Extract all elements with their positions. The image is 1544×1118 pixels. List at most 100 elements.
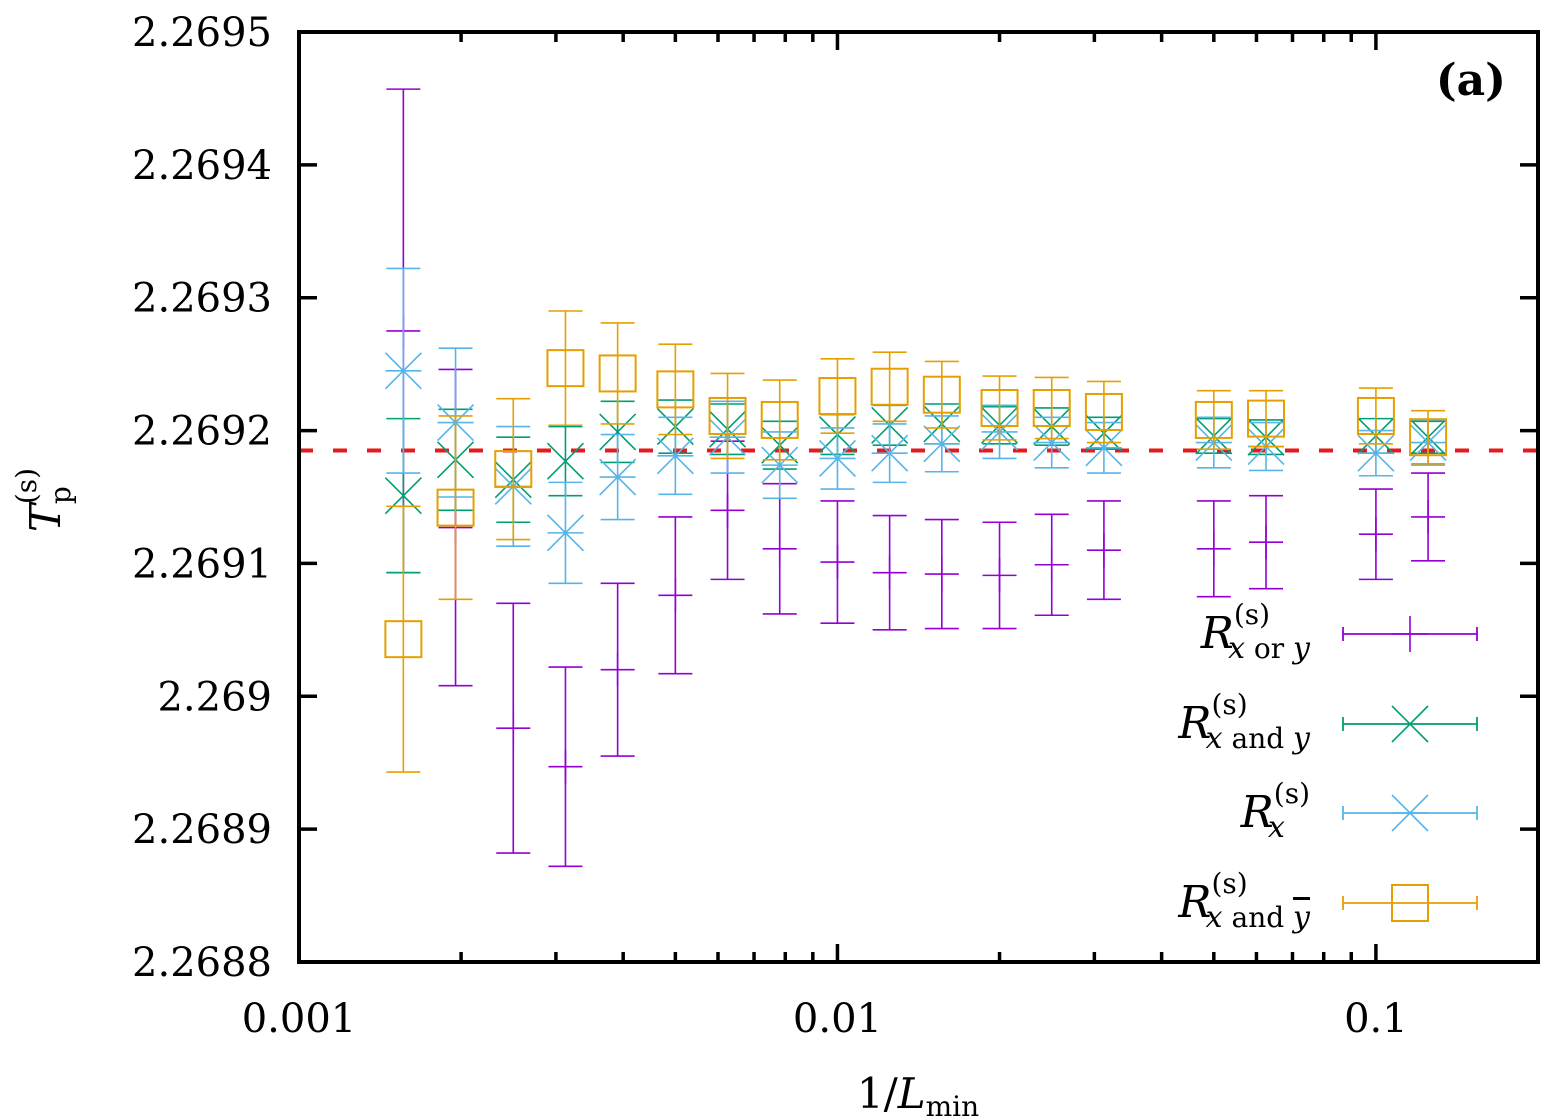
square-marker-icon bbox=[980, 388, 1019, 427]
x-axis-title-prefix: 1/ bbox=[857, 1069, 899, 1118]
square-marker-icon bbox=[1246, 399, 1285, 438]
svg-text:Tp(s): Tp(s) bbox=[10, 468, 77, 532]
data-point bbox=[820, 500, 855, 625]
y-axis-title-var: T bbox=[21, 501, 70, 532]
y-tick-label: 2.2695 bbox=[132, 10, 272, 56]
cross-marker-icon bbox=[599, 413, 637, 451]
y-axis-ticks: 2.2688 2.2689 2.269 2.2691 2.2692 2.2693 2.269… bbox=[132, 10, 1538, 986]
y-tick-label: 2.2693 bbox=[132, 276, 272, 322]
y-axis-title-sup: (s) bbox=[10, 468, 43, 504]
data-point bbox=[982, 521, 1017, 630]
star-marker-icon bbox=[871, 434, 909, 472]
series-1 bbox=[384, 399, 1447, 574]
square-marker-icon bbox=[1391, 884, 1429, 922]
square-marker-icon bbox=[870, 367, 909, 406]
data-point bbox=[436, 415, 475, 601]
data-point bbox=[1034, 513, 1069, 617]
svg-text:1/Lmin: 1/Lmin bbox=[857, 1069, 979, 1118]
y-tick-label: 2.269 bbox=[157, 674, 272, 720]
star-marker-icon bbox=[1357, 434, 1395, 472]
panel-label: (a) bbox=[1436, 55, 1506, 106]
square-marker-icon bbox=[1409, 418, 1448, 457]
data-point bbox=[494, 397, 533, 541]
cross-marker-icon bbox=[546, 442, 585, 480]
y-tick-label: 2.2691 bbox=[132, 541, 272, 587]
x-tick-label: 0.1 bbox=[1344, 996, 1408, 1042]
legend: R(s)x or yR(s)x and yR(s)xR(s)x and y bbox=[1177, 598, 1478, 935]
legend-label: R(s)x bbox=[1240, 777, 1310, 845]
data-point bbox=[548, 666, 583, 868]
square-marker-icon bbox=[598, 354, 637, 393]
data-point bbox=[1196, 500, 1231, 598]
y-tick-label: 2.2689 bbox=[132, 807, 272, 853]
cross-marker-icon bbox=[1391, 705, 1429, 743]
square-marker-icon bbox=[436, 488, 475, 527]
data-point bbox=[1084, 380, 1123, 444]
data-series bbox=[384, 88, 1448, 868]
square-marker-icon bbox=[1084, 392, 1123, 431]
data-point bbox=[1411, 472, 1446, 562]
square-marker-icon bbox=[384, 620, 423, 659]
square-marker-icon bbox=[922, 375, 961, 414]
star-marker-icon bbox=[656, 437, 694, 475]
square-marker-icon bbox=[1194, 400, 1233, 439]
data-point bbox=[818, 358, 857, 435]
data-point bbox=[1032, 376, 1071, 440]
data-point bbox=[1248, 494, 1283, 590]
y-tick-label: 2.2688 bbox=[132, 940, 272, 986]
legend-entry-1: R(s)x and y bbox=[1177, 688, 1478, 756]
y-tick-label: 2.2694 bbox=[132, 143, 272, 189]
x-axis-title-sub: min bbox=[926, 1090, 980, 1118]
square-marker-icon bbox=[708, 396, 747, 435]
data-point bbox=[980, 375, 1019, 441]
x-tick-label: 0.001 bbox=[242, 996, 357, 1042]
y-tick-label: 2.2692 bbox=[132, 409, 272, 455]
legend-label: R(s)x and y bbox=[1177, 688, 1311, 756]
data-point bbox=[922, 360, 961, 429]
data-point bbox=[599, 433, 637, 521]
legend-label: R(s)x or y bbox=[1200, 598, 1311, 666]
plot-border bbox=[297, 30, 1540, 964]
square-marker-icon bbox=[1356, 396, 1395, 435]
legend-entry-3: R(s)x and y bbox=[1177, 867, 1478, 935]
data-point bbox=[1409, 409, 1448, 465]
series-2 bbox=[384, 267, 1447, 585]
star-marker-icon bbox=[1033, 423, 1071, 462]
y-axis-title: Tp(s) bbox=[10, 468, 77, 532]
star-marker-icon bbox=[818, 439, 857, 478]
square-marker-icon bbox=[494, 450, 533, 489]
data-point bbox=[384, 267, 422, 474]
star-marker-icon bbox=[1391, 794, 1429, 832]
data-point bbox=[1356, 387, 1395, 445]
x-axis-title: 1/Lmin bbox=[857, 1069, 979, 1118]
data-point bbox=[818, 427, 857, 490]
data-point bbox=[656, 343, 695, 436]
legend-entry-0: R(s)x or y bbox=[1200, 598, 1478, 666]
square-marker-icon bbox=[818, 377, 857, 416]
square-marker-icon bbox=[546, 349, 585, 388]
star-marker-icon bbox=[923, 425, 961, 463]
data-point bbox=[924, 518, 959, 630]
series-0 bbox=[386, 88, 1446, 868]
data-point bbox=[762, 482, 797, 615]
data-point bbox=[1358, 488, 1393, 581]
star-marker-icon bbox=[761, 446, 799, 484]
data-point bbox=[598, 322, 637, 425]
data-point bbox=[600, 582, 635, 757]
data-point bbox=[496, 602, 531, 854]
cross-marker-icon bbox=[384, 477, 422, 515]
star-marker-icon bbox=[1085, 429, 1123, 467]
data-point bbox=[658, 516, 693, 675]
data-point bbox=[872, 514, 907, 631]
data-point bbox=[871, 423, 909, 484]
data-point bbox=[760, 379, 799, 461]
data-point bbox=[923, 415, 961, 473]
x-axis-title-var: L bbox=[897, 1069, 926, 1118]
y-axis-title-sub: p bbox=[44, 486, 77, 504]
data-point bbox=[546, 310, 585, 427]
legend-entry-2: R(s)x bbox=[1240, 777, 1478, 845]
axes-frame bbox=[297, 30, 1540, 964]
data-point bbox=[1194, 389, 1233, 450]
